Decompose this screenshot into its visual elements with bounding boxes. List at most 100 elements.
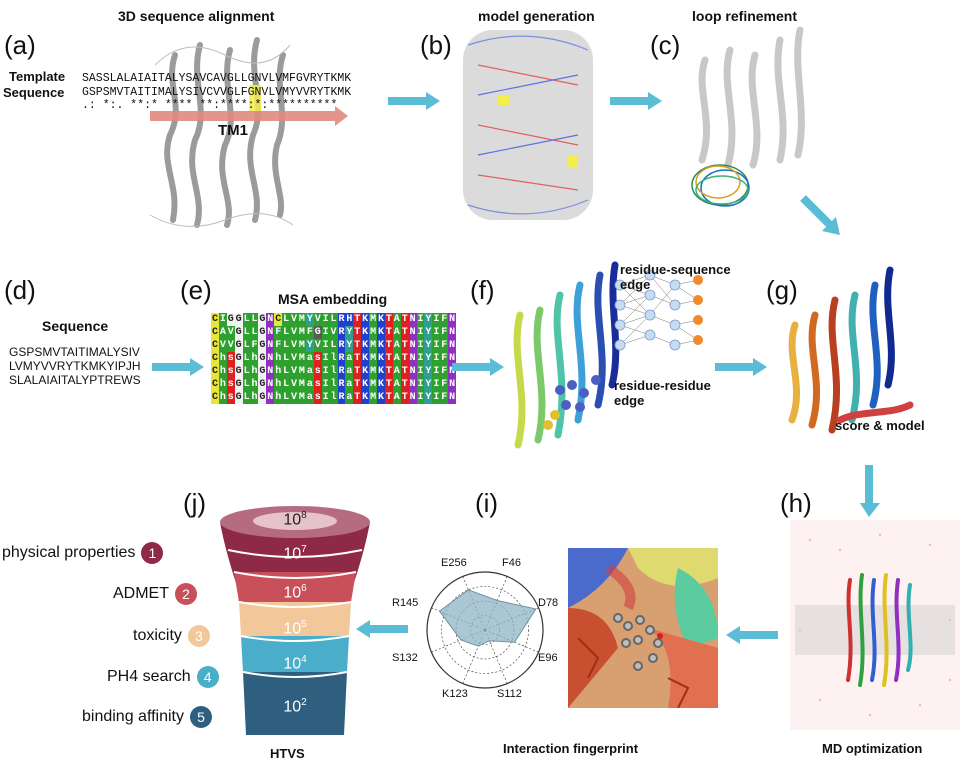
- msa-cell: I: [321, 352, 330, 365]
- panel-d-title: Sequence: [42, 318, 109, 334]
- panel-g-letter: (g): [766, 275, 798, 305]
- msa-cell: I: [416, 339, 425, 352]
- panel-a-letter: (a): [4, 30, 36, 60]
- arrow-i-to-j: [356, 620, 408, 638]
- msa-cell: I: [321, 326, 330, 339]
- msa-cell: T: [384, 313, 393, 326]
- msa-cell: V: [313, 339, 322, 352]
- radar-label-k123: K123: [442, 688, 468, 700]
- msa-cell: Y: [424, 339, 433, 352]
- msa-cell: T: [384, 378, 393, 391]
- arrow-d-to-e: [152, 358, 204, 376]
- msa-cell: A: [218, 326, 227, 339]
- msa-cell: M: [369, 313, 378, 326]
- tier-10-8: 108: [283, 510, 307, 529]
- msa-cell: a: [305, 365, 314, 378]
- template-label: Template: [9, 69, 66, 84]
- panel-b-letter: (b): [420, 30, 452, 60]
- tier-10-7: 107: [283, 544, 307, 563]
- radar-ring: [426, 571, 544, 689]
- panel-f-graph-structure: [513, 261, 703, 449]
- msa-cell: V: [290, 339, 298, 352]
- msa-cell: s: [226, 391, 235, 404]
- msa-cell: C: [211, 391, 219, 404]
- msa-cell: L: [242, 378, 251, 391]
- msa-cell: s: [313, 391, 322, 404]
- msa-cell: Y: [424, 391, 433, 404]
- msa-cell: N: [448, 326, 457, 339]
- msa-cell: I: [321, 339, 330, 352]
- panel-d-seq-line-2: LVMYVVRYTKMKYIPJH: [9, 359, 141, 373]
- msa-cell: l: [329, 352, 338, 365]
- msa-cell: V: [313, 313, 322, 326]
- msa-cell: L: [242, 365, 251, 378]
- msa-cell: T: [353, 391, 362, 404]
- msa-cell: G: [258, 378, 267, 391]
- msa-cell: N: [408, 378, 417, 391]
- panel-b-model-ensemble: [463, 30, 593, 220]
- msa-cell: I: [432, 365, 441, 378]
- msa-cell: N: [448, 313, 457, 326]
- msa-cell: Y: [424, 378, 433, 391]
- msa-cell: K: [361, 391, 370, 404]
- msa-cell: M: [297, 365, 306, 378]
- msa-cell: K: [377, 326, 385, 339]
- msa-cell: K: [377, 313, 385, 326]
- msa-cell: I: [416, 326, 425, 339]
- msa-cell: G: [258, 326, 267, 339]
- msa-cell: A: [392, 365, 401, 378]
- msa-cell: Y: [345, 339, 354, 352]
- msa-cell: V: [218, 339, 227, 352]
- panel-a-protein-structure: [149, 37, 294, 228]
- msa-cell: R: [337, 391, 346, 404]
- msa-cell: M: [369, 339, 378, 352]
- msa-cell: I: [432, 352, 441, 365]
- msa-cell: T: [353, 365, 362, 378]
- msa-cell: L: [242, 339, 251, 352]
- msa-cell: I: [321, 391, 330, 404]
- msa-cell: M: [369, 378, 378, 391]
- radar-label-e256: E256: [441, 557, 467, 569]
- msa-cell: a: [345, 365, 354, 378]
- msa-cell: L: [242, 352, 251, 365]
- msa-cell: I: [321, 365, 330, 378]
- panel-h-letter: (h): [780, 488, 812, 518]
- msa-cell: G: [258, 313, 267, 326]
- msa-cell: h: [274, 391, 283, 404]
- msa-cell: I: [416, 365, 425, 378]
- msa-cell: N: [408, 326, 417, 339]
- msa-cell: R: [337, 352, 346, 365]
- msa-cell: L: [282, 391, 291, 404]
- msa-cell: Y: [424, 326, 433, 339]
- interaction-radar-chart: [426, 571, 544, 689]
- arrow-g-to-h: [860, 465, 880, 517]
- msa-cell: G: [234, 352, 243, 365]
- msa-cell: A: [392, 352, 401, 365]
- msa-cell: V: [290, 313, 298, 326]
- msa-cell: I: [432, 339, 441, 352]
- query-sequence: GSPSMVTAITIMALYSIVCVVGLFGNVLVMYVVRYTKMK: [82, 86, 352, 99]
- msa-cell: s: [226, 352, 235, 365]
- msa-cell: N: [408, 339, 417, 352]
- msa-cell: V: [290, 352, 298, 365]
- residue-residue-edge-label: residue-residue: [614, 378, 711, 393]
- msa-cell: N: [408, 391, 417, 404]
- msa-cell: T: [353, 326, 362, 339]
- msa-cell: N: [408, 365, 417, 378]
- msa-cell: Y: [424, 313, 433, 326]
- msa-cell: R: [337, 365, 346, 378]
- msa-cell: K: [377, 352, 385, 365]
- msa-cell: K: [361, 365, 370, 378]
- panel-e-title: MSA embedding: [278, 291, 388, 307]
- msa-cell: s: [226, 378, 235, 391]
- msa-cell: G: [234, 339, 243, 352]
- tm1-arrow: [150, 106, 348, 126]
- msa-cell: L: [250, 313, 259, 326]
- msa-cell: C: [211, 365, 219, 378]
- msa-cell: R: [337, 313, 346, 326]
